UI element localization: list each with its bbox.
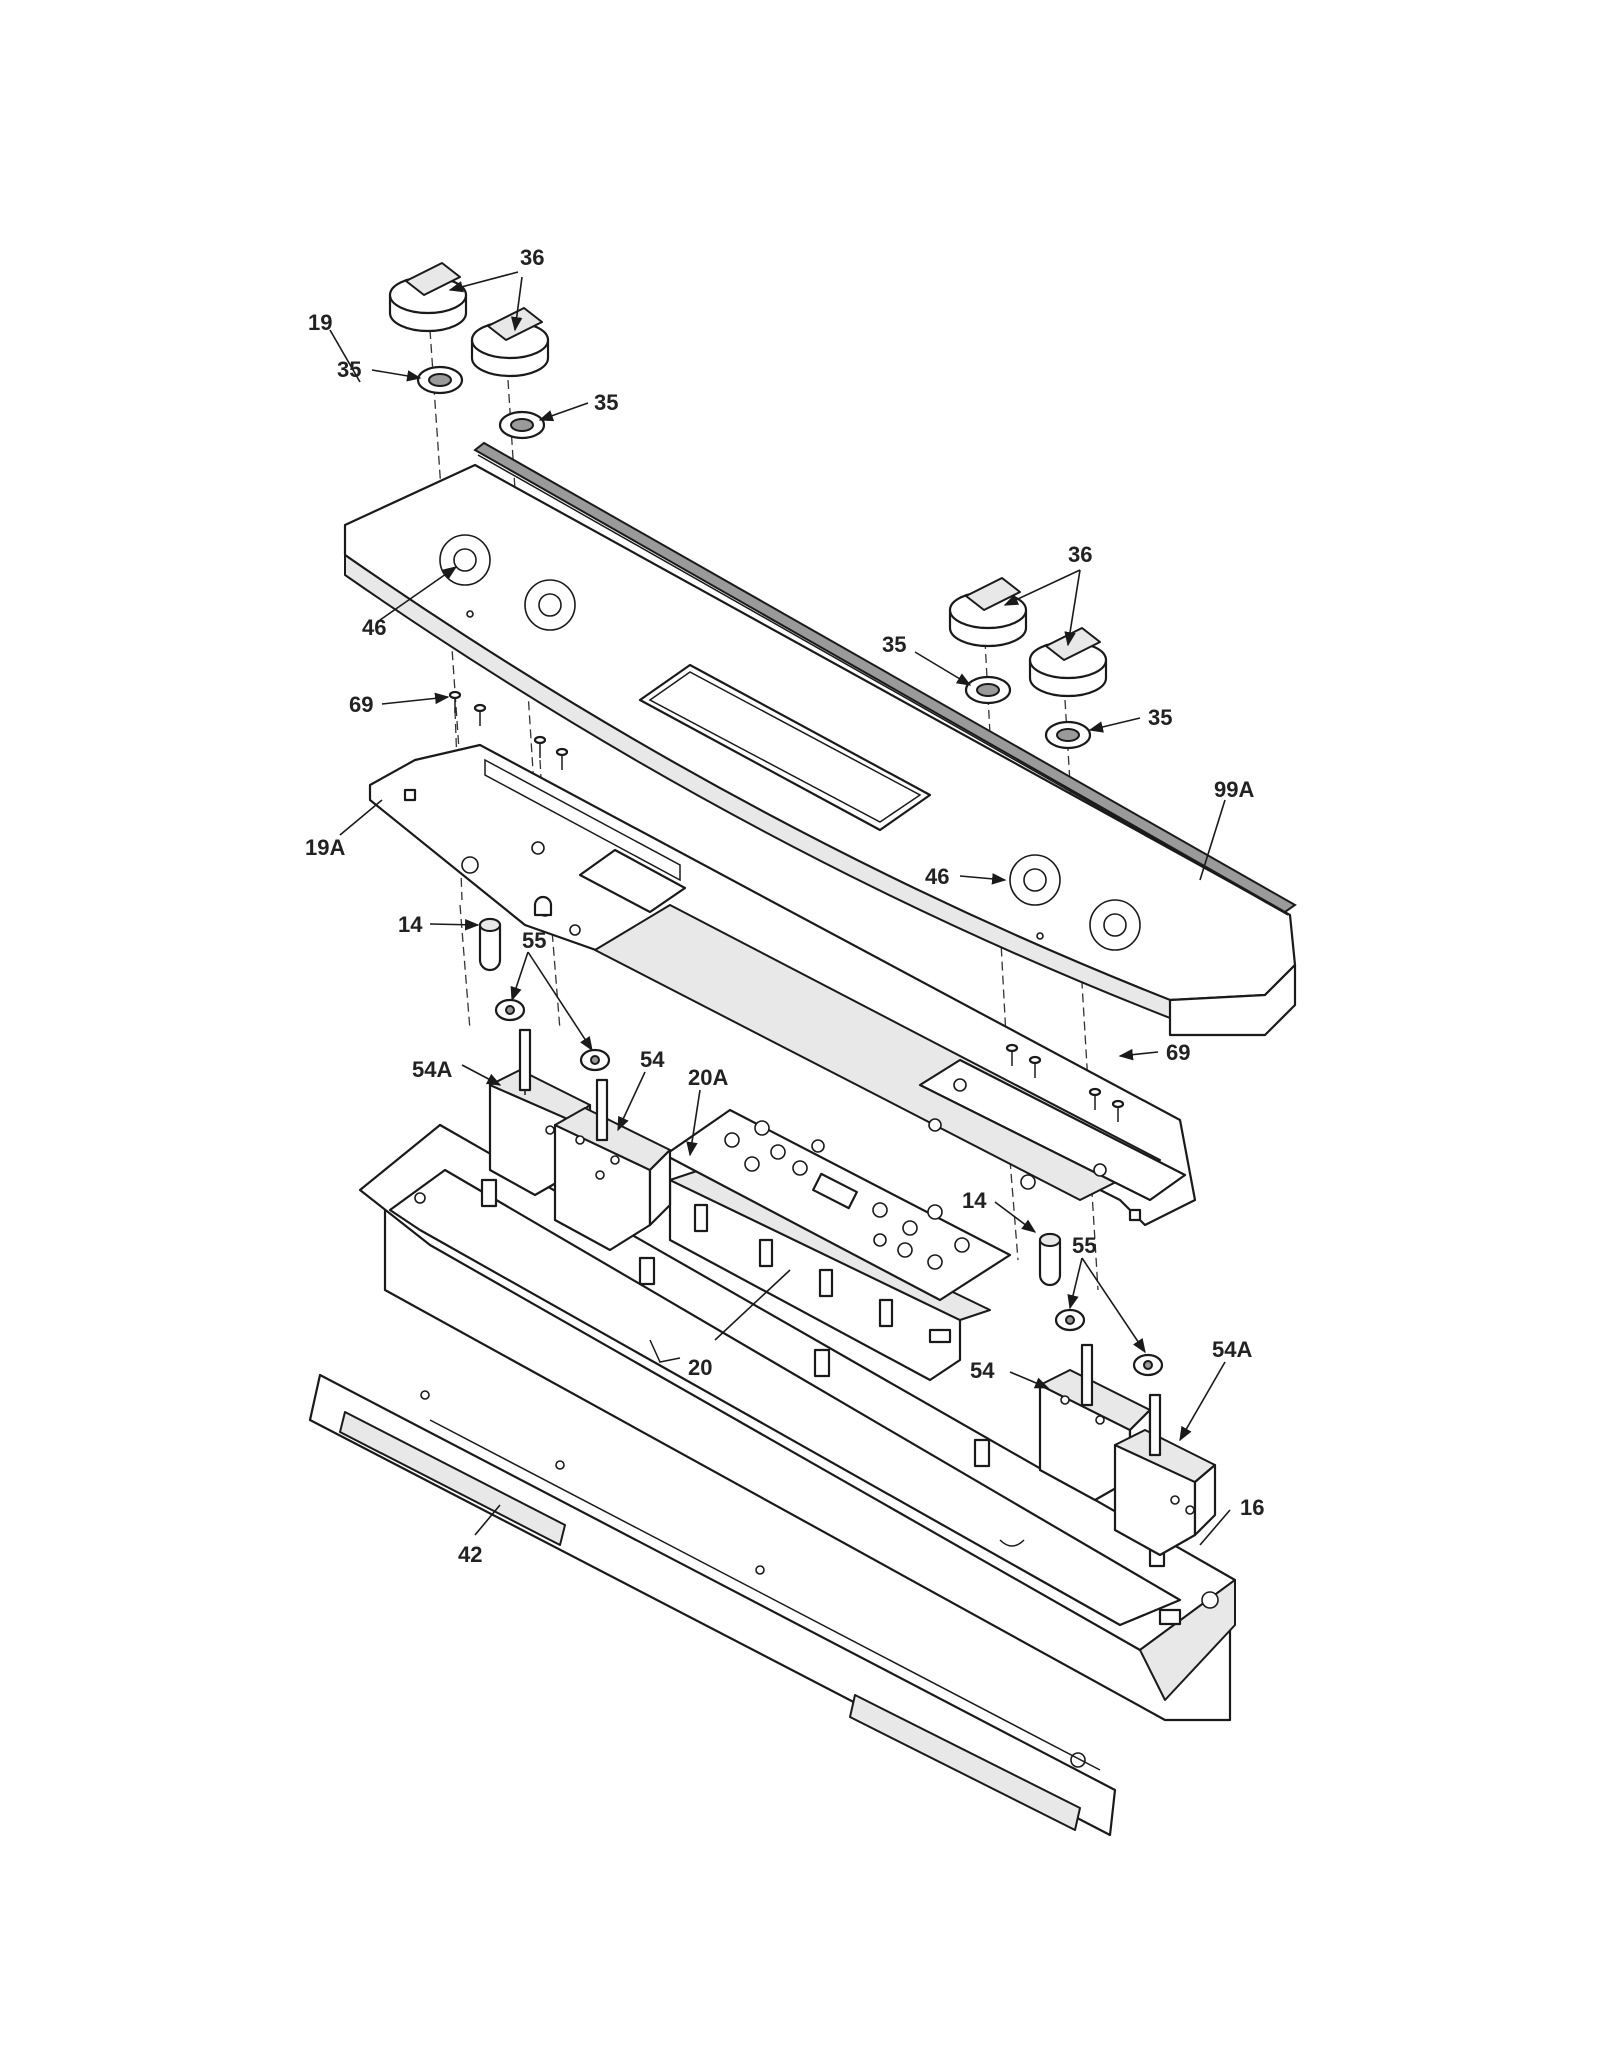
callout-20a: 20A — [688, 1065, 728, 1090]
trim-strip — [308, 1373, 1117, 1837]
callout-14-right: 14 — [962, 1188, 987, 1213]
trim-rail — [473, 441, 1297, 916]
knob-bezels — [416, 365, 1092, 750]
callout-35-right-a: 35 — [882, 632, 906, 657]
console-frame — [358, 1123, 1237, 1722]
callout-69-left: 69 — [349, 692, 373, 717]
callout-54a-left: 54A — [412, 1057, 452, 1082]
callout-54-left: 54 — [640, 1047, 665, 1072]
callout-35-left-a: 35 — [337, 357, 361, 382]
callout-42: 42 — [458, 1542, 482, 1567]
callout-14-left: 14 — [398, 912, 423, 937]
infinite-switches — [488, 1028, 1217, 1557]
callout-55-left: 55 — [522, 928, 546, 953]
overlay-panel — [663, 1108, 1012, 1302]
callout-46-left: 46 — [362, 615, 386, 640]
callout-99a: 99A — [1214, 777, 1254, 802]
mounting-clips — [494, 998, 1164, 1377]
callout-54a-right: 54A — [1212, 1337, 1252, 1362]
callout-20: 20 — [688, 1355, 712, 1380]
callout-46-right: 46 — [925, 864, 949, 889]
indicator-lamps — [478, 917, 1062, 1287]
control-panel — [343, 463, 1297, 1037]
callout-labels: 36 35 35 19 46 36 35 35 69 99A 19A 46 14… — [305, 245, 1264, 1567]
leader-lines — [329, 271, 1231, 1546]
callout-69-right: 69 — [1166, 1040, 1190, 1065]
callout-36-right: 36 — [1068, 542, 1092, 567]
callout-19: 19 — [308, 310, 332, 335]
callout-54-right: 54 — [970, 1358, 995, 1383]
screws — [448, 690, 1125, 1122]
callout-16: 16 — [1240, 1495, 1264, 1520]
callout-35-right-b: 35 — [1148, 705, 1172, 730]
control-knobs — [388, 262, 1108, 698]
callout-19a: 19A — [305, 835, 345, 860]
callout-55-right: 55 — [1072, 1233, 1096, 1258]
callout-36-left: 36 — [520, 245, 544, 270]
control-bracket — [368, 743, 1197, 1227]
callout-35-left-b: 35 — [594, 390, 618, 415]
